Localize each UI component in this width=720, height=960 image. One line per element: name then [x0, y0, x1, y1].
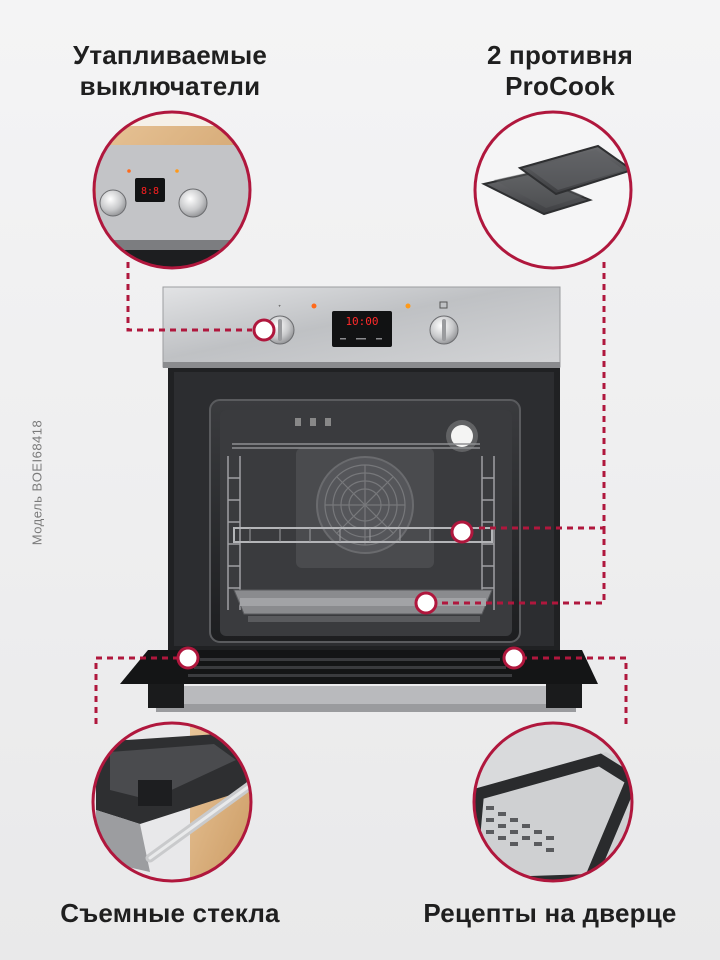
callout-circle — [92, 110, 252, 270]
svg-text:ᐩ: ᐩ — [278, 303, 281, 312]
feature-title-door-recipes: Рецепты на дверце — [423, 898, 677, 928]
power-indicator — [311, 303, 317, 309]
wire-rack — [233, 527, 493, 543]
feature-title-trays: 2 противня ProCook — [440, 40, 680, 102]
feature-title-line: 2 противня — [486, 40, 634, 70]
connector-lines — [94, 262, 628, 724]
callout-markers — [176, 318, 526, 670]
oven-lamp — [451, 425, 473, 447]
callout-trays — [475, 112, 631, 268]
feature-title-line: ProCook — [505, 71, 615, 101]
feature-title-line: Утапливаемые — [72, 40, 268, 70]
display-time: 10:00 — [345, 315, 378, 328]
marker-knob — [252, 318, 276, 342]
callout-door-recipes — [474, 723, 632, 881]
svg-text:8:8: 8:8 — [141, 186, 159, 197]
feature-title-recessed-knobs: Утапливаемые выключатели — [40, 40, 300, 102]
callout-circle — [472, 721, 634, 883]
callout-recessed-knobs: 8:8 — [94, 112, 250, 268]
marker-rack — [450, 520, 474, 544]
callout-circle — [473, 110, 633, 270]
feature-title-removable-glass: Съемные стекла — [60, 898, 280, 928]
feature-title-line: выключатели — [79, 71, 261, 101]
heat-indicator — [405, 303, 411, 309]
marker-glass-left — [176, 646, 200, 670]
marker-glass-right — [502, 646, 526, 670]
callout-circle — [91, 721, 253, 883]
marker-tray — [414, 591, 438, 615]
